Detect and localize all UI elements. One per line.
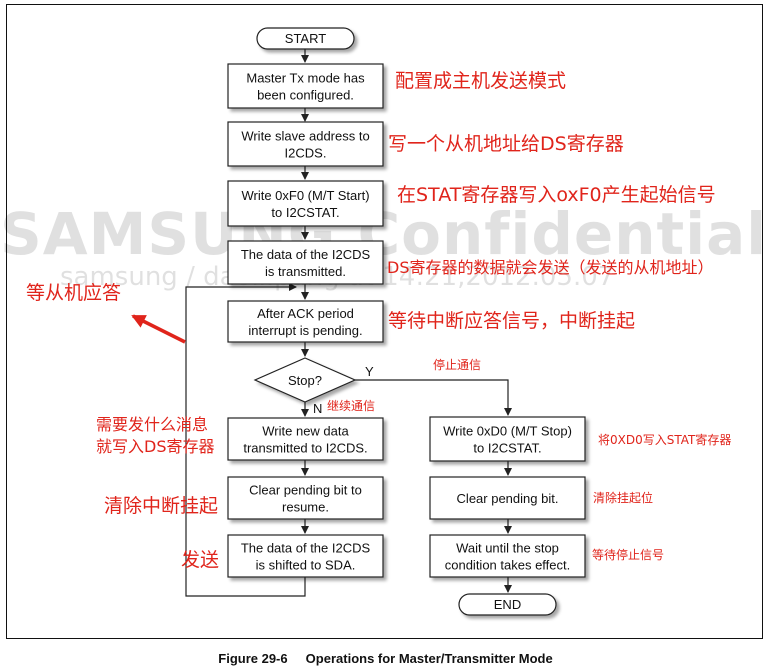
- process-box-4-line-2: is transmitted.: [265, 264, 346, 279]
- process-box-5-line-1: After ACK period: [257, 306, 354, 321]
- annotation-clear-pending: 清除中断挂起: [104, 495, 219, 517]
- process-box-1-line-1: Master Tx mode has: [246, 71, 365, 86]
- annotation-write-d0: 将0XD0写入STAT寄存器: [598, 433, 732, 447]
- end-label: END: [494, 597, 521, 612]
- process-box-2-line-1: Write slave address to: [241, 129, 369, 144]
- process-box-8-line-2: is shifted to SDA.: [256, 558, 356, 573]
- annotation-send: 发送: [181, 549, 220, 571]
- annotation-wait-stop: 等待停止信号: [592, 548, 665, 562]
- process-box-3-line-2: to I2CSTAT.: [271, 205, 339, 220]
- stop-box-3-line-1: Wait until the stop: [456, 541, 559, 556]
- process-box-5: After ACK period interrupt is pending.: [227, 300, 384, 343]
- process-box-6-line-1: Write new data: [262, 424, 349, 439]
- connector-lines: [185, 49, 512, 597]
- process-box-7-line-1: Clear pending bit to: [249, 483, 362, 498]
- process-box-3: Write 0xF0 (M/T Start) to I2CSTAT.: [227, 180, 384, 227]
- process-box-8: The data of the I2CDS is shifted to SDA.: [227, 534, 384, 578]
- process-box-6-line-2: transmitted to I2CDS.: [243, 441, 367, 456]
- annotation-config-master: 配置成主机发送模式: [395, 70, 567, 92]
- stop-box-1-line-2: to I2CSTAT.: [473, 441, 541, 456]
- stop-box-2: Clear pending bit.: [429, 476, 586, 520]
- stop-decision: Stop?: [253, 357, 357, 403]
- process-box-2-line-2: I2CDS.: [285, 146, 327, 161]
- annotation-wait-slave-ack: 等从机应答: [26, 282, 122, 304]
- annotation-clear-pending-bit: 清除挂起位: [593, 491, 654, 505]
- figure-caption: Figure 29-6 Operations for Master/Transm…: [218, 651, 553, 666]
- stop-box-3-line-2: condition takes effect.: [445, 558, 571, 573]
- stop-box-2-line-1: Clear pending bit.: [457, 491, 559, 506]
- process-box-7-line-2: resume.: [282, 500, 329, 515]
- process-box-3-line-1: Write 0xF0 (M/T Start): [241, 188, 369, 203]
- yes-label: Y: [365, 364, 374, 379]
- stop-box-1-line-1: Write 0xD0 (M/T Stop): [443, 424, 572, 439]
- annotation-stop-comm: 停止通信: [433, 358, 482, 372]
- annotation-write-stat: 在STAT寄存器写入oxF0产生起始信号: [397, 184, 716, 206]
- annotation-continue-comm: 继续通信: [327, 399, 376, 413]
- figure-frame: [6, 4, 763, 639]
- annotation-wait-interrupt: 等待中断应答信号，中断挂起: [388, 310, 636, 332]
- start-label: START: [285, 31, 326, 46]
- process-box-1: Master Tx mode has been configured.: [227, 63, 384, 109]
- process-box-4-line-1: The data of the I2CDS: [241, 247, 371, 262]
- stop-box-3: Wait until the stop condition takes effec…: [429, 534, 586, 578]
- process-box-1-line-2: been configured.: [257, 88, 354, 103]
- process-box-7: Clear pending bit to resume.: [227, 476, 384, 520]
- process-box-2: Write slave address to I2CDS.: [227, 121, 384, 167]
- annotation-write-ds-line1: 需要发什么消息: [96, 415, 209, 434]
- annotation-write-ds-line2: 就写入DS寄存器: [96, 437, 215, 456]
- ack-pointer-arrow: [131, 314, 186, 344]
- process-box-6: Write new data transmitted to I2CDS.: [227, 417, 384, 461]
- process-box-8-line-1: The data of the I2CDS: [241, 541, 371, 556]
- process-box-4: The data of the I2CDS is transmitted.: [227, 240, 384, 285]
- process-box-5-line-2: interrupt is pending.: [248, 323, 362, 338]
- no-label: N: [313, 401, 322, 416]
- annotation-write-slave-addr: 写一个从机地址给DS寄存器: [388, 133, 624, 155]
- stop-box-1: Write 0xD0 (M/T Stop) to I2CSTAT.: [429, 416, 586, 462]
- annotation-ds-send: DS寄存器的数据就会发送（发送的从机地址）: [387, 258, 714, 277]
- decision-label: Stop?: [288, 373, 322, 388]
- end-terminal: END: [458, 593, 557, 616]
- start-terminal: START: [256, 27, 355, 50]
